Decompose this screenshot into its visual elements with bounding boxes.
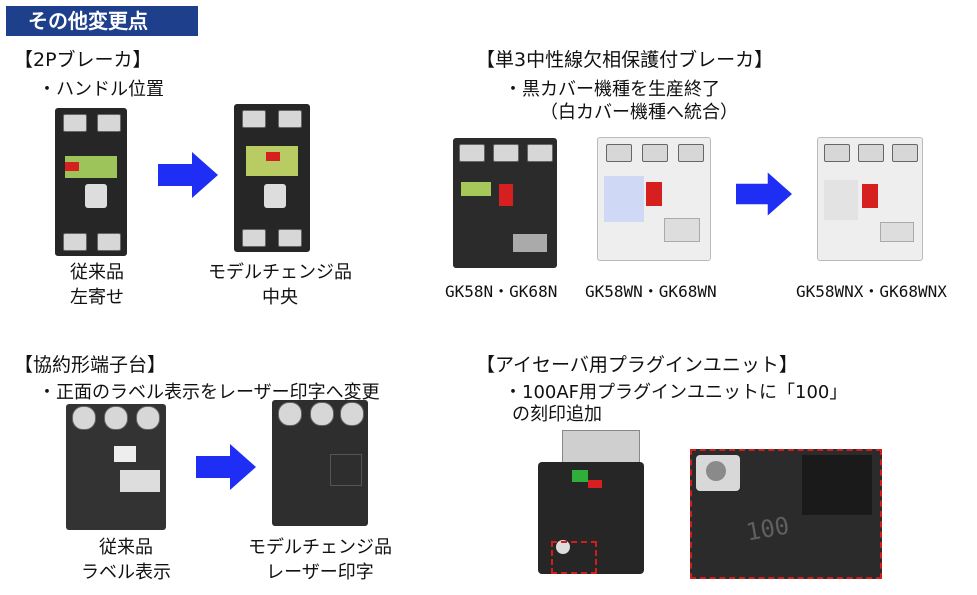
plugin-unit-image [528, 430, 646, 578]
section-heading-plugin: 【アイセーバ用プラグインユニット】 [476, 354, 798, 376]
caption-2p-old: 従来品 左寄せ [45, 260, 149, 310]
caption-terminal-new: モデルチェンジ品 レーザー印字 [232, 535, 408, 585]
arrow-right-icon [196, 444, 256, 490]
bullet-handle-position: ・ハンドル位置 [38, 79, 164, 100]
caption-terminal-old-line2: ラベル表示 [81, 562, 171, 583]
caption-terminal-new-line1: モデルチェンジ品 [248, 537, 392, 558]
caption-2p-new: モデルチェンジ品 中央 [195, 260, 365, 310]
section-heading-single3: 【単3中性線欠相保護付ブレーカ】 [476, 49, 774, 71]
model-label-white: GK58WN・GK68WN [585, 282, 717, 301]
breaker-2p-new-image [234, 104, 310, 252]
engraving-closeup-image: 100 [690, 449, 882, 579]
bullet-merged-into-white: （白カバー機種へ統合） [540, 102, 738, 123]
engraving-text: 100 [743, 511, 792, 547]
page-title: その他変更点 [6, 6, 198, 36]
arrow-right-icon [736, 172, 792, 216]
breaker-white-cover-image [597, 137, 711, 261]
caption-2p-new-line1: モデルチェンジ品 [208, 262, 352, 283]
bullet-100-engraving-line2: の刻印追加 [512, 404, 602, 425]
breaker-new-white-image [817, 137, 923, 261]
bullet-laser-print-change: ・正面のラベル表示をレーザー印字へ変更 [38, 382, 380, 403]
model-label-black: GK58N・GK68N [445, 282, 558, 301]
caption-terminal-new-line2: レーザー印字 [266, 562, 374, 583]
breaker-black-cover-image [453, 138, 557, 268]
caption-terminal-old-line1: 従来品 [99, 537, 153, 558]
bullet-100-engraving: ・100AF用プラグインユニットに「100」 [504, 382, 848, 403]
section-heading-terminal: 【協約形端子台】 [14, 354, 167, 376]
bullet-black-cover-discontinued: ・黒カバー機種を生産終了 [504, 79, 720, 100]
arrow-right-icon [158, 152, 218, 198]
section-heading-2p: 【2Pブレーカ】 [14, 49, 152, 71]
breaker-2p-old-image [55, 108, 127, 256]
model-label-new: GK58WNX・GK68WNX [796, 282, 947, 301]
caption-terminal-old: 従来品 ラベル表示 [60, 535, 192, 585]
caption-2p-old-line2: 左寄せ [70, 287, 124, 308]
caption-2p-new-line2: 中央 [262, 287, 298, 308]
terminal-block-new-image [272, 400, 368, 526]
terminal-block-old-image [66, 404, 166, 530]
caption-2p-old-line1: 従来品 [70, 262, 124, 283]
highlight-box-small [551, 541, 597, 574]
